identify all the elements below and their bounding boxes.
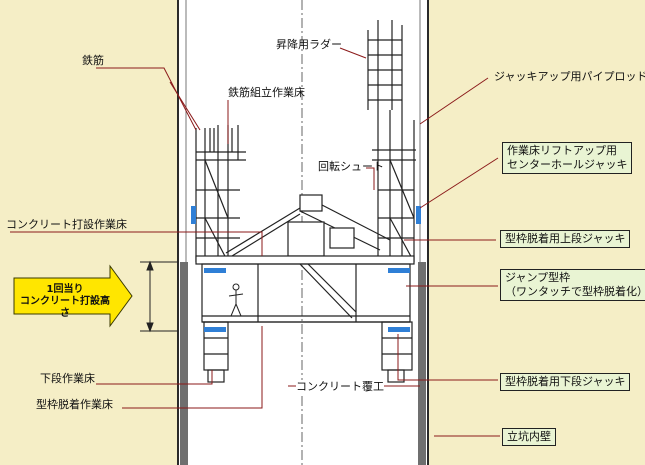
label-jump-form-line1: ジャンプ型枠 (505, 271, 571, 284)
label-rotating-chute: 回転シュート (318, 160, 384, 173)
label-platform-lift-jack: 作業床リフトアップ用 センターホールジャッキ (502, 142, 633, 174)
label-lower-form-jack: 型枠脱着用下段ジャッキ (500, 373, 631, 391)
rotating-chute (225, 194, 391, 257)
label-upper-form-jack: 型枠脱着用上段ジャッキ (500, 230, 631, 248)
label-shaft-wall: 立坑内壁 (502, 428, 556, 446)
concrete-lining-left (180, 262, 188, 465)
label-jackup-rod: ジャッキアップ用パイプロッド (494, 70, 645, 83)
jump-form-frame (201, 263, 411, 323)
lower-platform-cages (203, 321, 413, 383)
leader-lines (10, 47, 500, 437)
label-lift-ladder: 昇降用ラダー (276, 38, 342, 51)
label-platform-lift-jack-line2: センターホールジャッキ (507, 158, 628, 171)
lift-jack-left (191, 206, 196, 224)
label-form-removal-platform: 型枠脱着作業床 (36, 398, 113, 411)
label-platform-lift-jack-line1: 作業床リフトアップ用 (507, 144, 617, 157)
label-concrete-lining: コンクリート覆工 (296, 380, 384, 393)
lift-height-dimension (140, 260, 178, 333)
upper-form-jack-right (388, 268, 410, 273)
label-rebar: 鉄筋 (82, 54, 104, 67)
label-rebar-platform: 鉄筋組立作業床 (228, 86, 305, 99)
lift-height-arrow (13, 264, 133, 328)
label-lift-height-line2: コンクリート打設高さ (20, 296, 110, 319)
pour-platform-deck (195, 255, 415, 265)
label-lift-height-line1: 1回当り (46, 284, 84, 295)
label-lift-height: 1回当り コンクリート打設高さ (20, 284, 110, 320)
label-lower-platform: 下段作業床 (40, 372, 95, 385)
lower-form-jack-left (204, 327, 226, 332)
right-mast (367, 20, 416, 263)
upper-form-jack-left (204, 268, 226, 273)
jacks (191, 206, 421, 332)
lower-form-jack-right (388, 327, 410, 332)
worker-figure (228, 283, 244, 317)
lift-jack-right (416, 206, 421, 224)
left-mast (195, 125, 246, 263)
label-jump-form: ジャンプ型枠 （ワンタッチで型枠脱着化） (500, 269, 645, 301)
label-jump-form-line2: （ワンタッチで型枠脱着化） (505, 285, 645, 298)
concrete-lining-right (418, 262, 426, 465)
label-concrete-pour-platform: コンクリート打設作業床 (6, 218, 127, 231)
